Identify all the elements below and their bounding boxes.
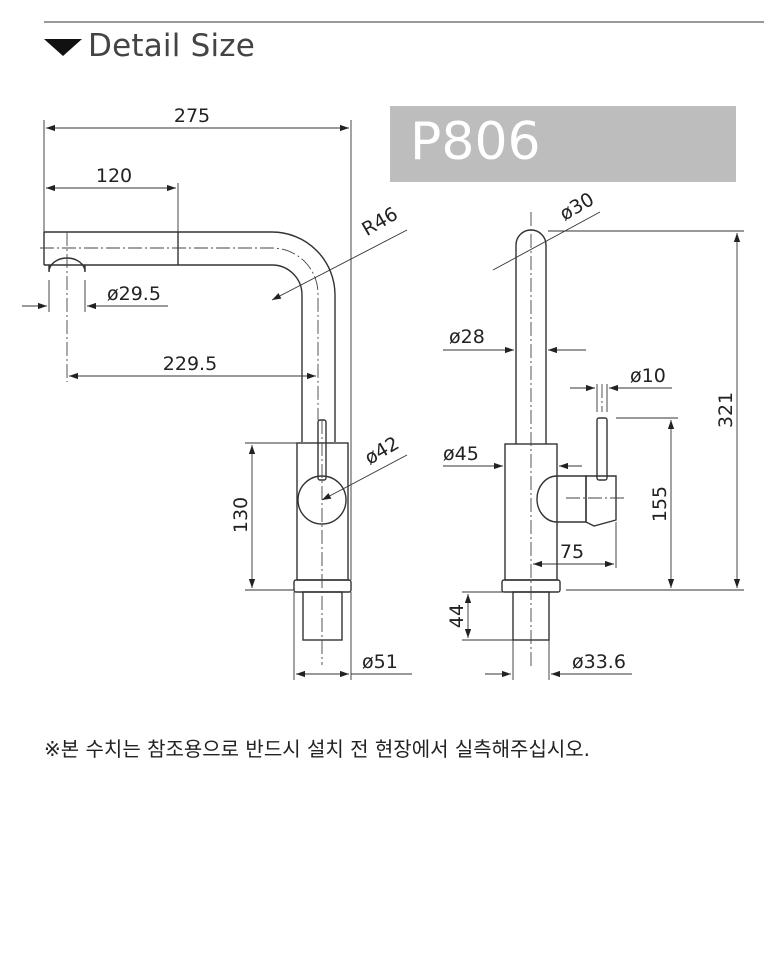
dim-bend-radius: R46 <box>358 203 401 241</box>
front-handle-block <box>585 475 617 527</box>
section-header: Detail Size <box>44 28 255 64</box>
dim-handle-height: 155 <box>649 486 671 522</box>
dim-total-height: 321 <box>715 392 737 428</box>
front-view <box>501 229 617 641</box>
dim-reach: 229.5 <box>163 353 217 375</box>
dim-body-diameter: ø45 <box>443 443 479 465</box>
section-title: Detail Size <box>88 28 256 64</box>
dim-body-height: 130 <box>230 497 252 533</box>
side-view <box>43 231 352 641</box>
dim-top-diameter: ø30 <box>556 188 598 225</box>
dim-handle-projection: 75 <box>560 541 584 563</box>
side-body <box>296 442 349 581</box>
dim-shank-diameter: ø33.6 <box>572 651 626 673</box>
top-rule <box>44 21 764 23</box>
measurement-note: ※본 수치는 참조용으로 반드시 설치 전 현장에서 실측해주십시오. <box>44 737 591 761</box>
side-base-ring <box>293 579 352 593</box>
dim-shank-length: 44 <box>446 604 468 628</box>
front-handle-cap <box>536 475 587 523</box>
dim-handle-diameter: ø42 <box>361 432 403 469</box>
triangle-down-icon <box>44 38 82 56</box>
front-lever <box>596 417 608 481</box>
model-code: P806 <box>410 112 541 172</box>
dim-pipe-diameter: ø28 <box>449 326 485 348</box>
dim-outlet-diameter: ø29.5 <box>107 283 161 305</box>
dim-overall-length: 275 <box>174 105 210 127</box>
side-spout-outline <box>44 231 336 442</box>
side-shank <box>302 591 343 641</box>
dim-lever-diameter: ø10 <box>630 365 666 387</box>
dim-spout-length: 120 <box>96 165 132 187</box>
model-badge: P806 <box>390 106 736 182</box>
dim-base-diameter: ø51 <box>362 651 398 673</box>
